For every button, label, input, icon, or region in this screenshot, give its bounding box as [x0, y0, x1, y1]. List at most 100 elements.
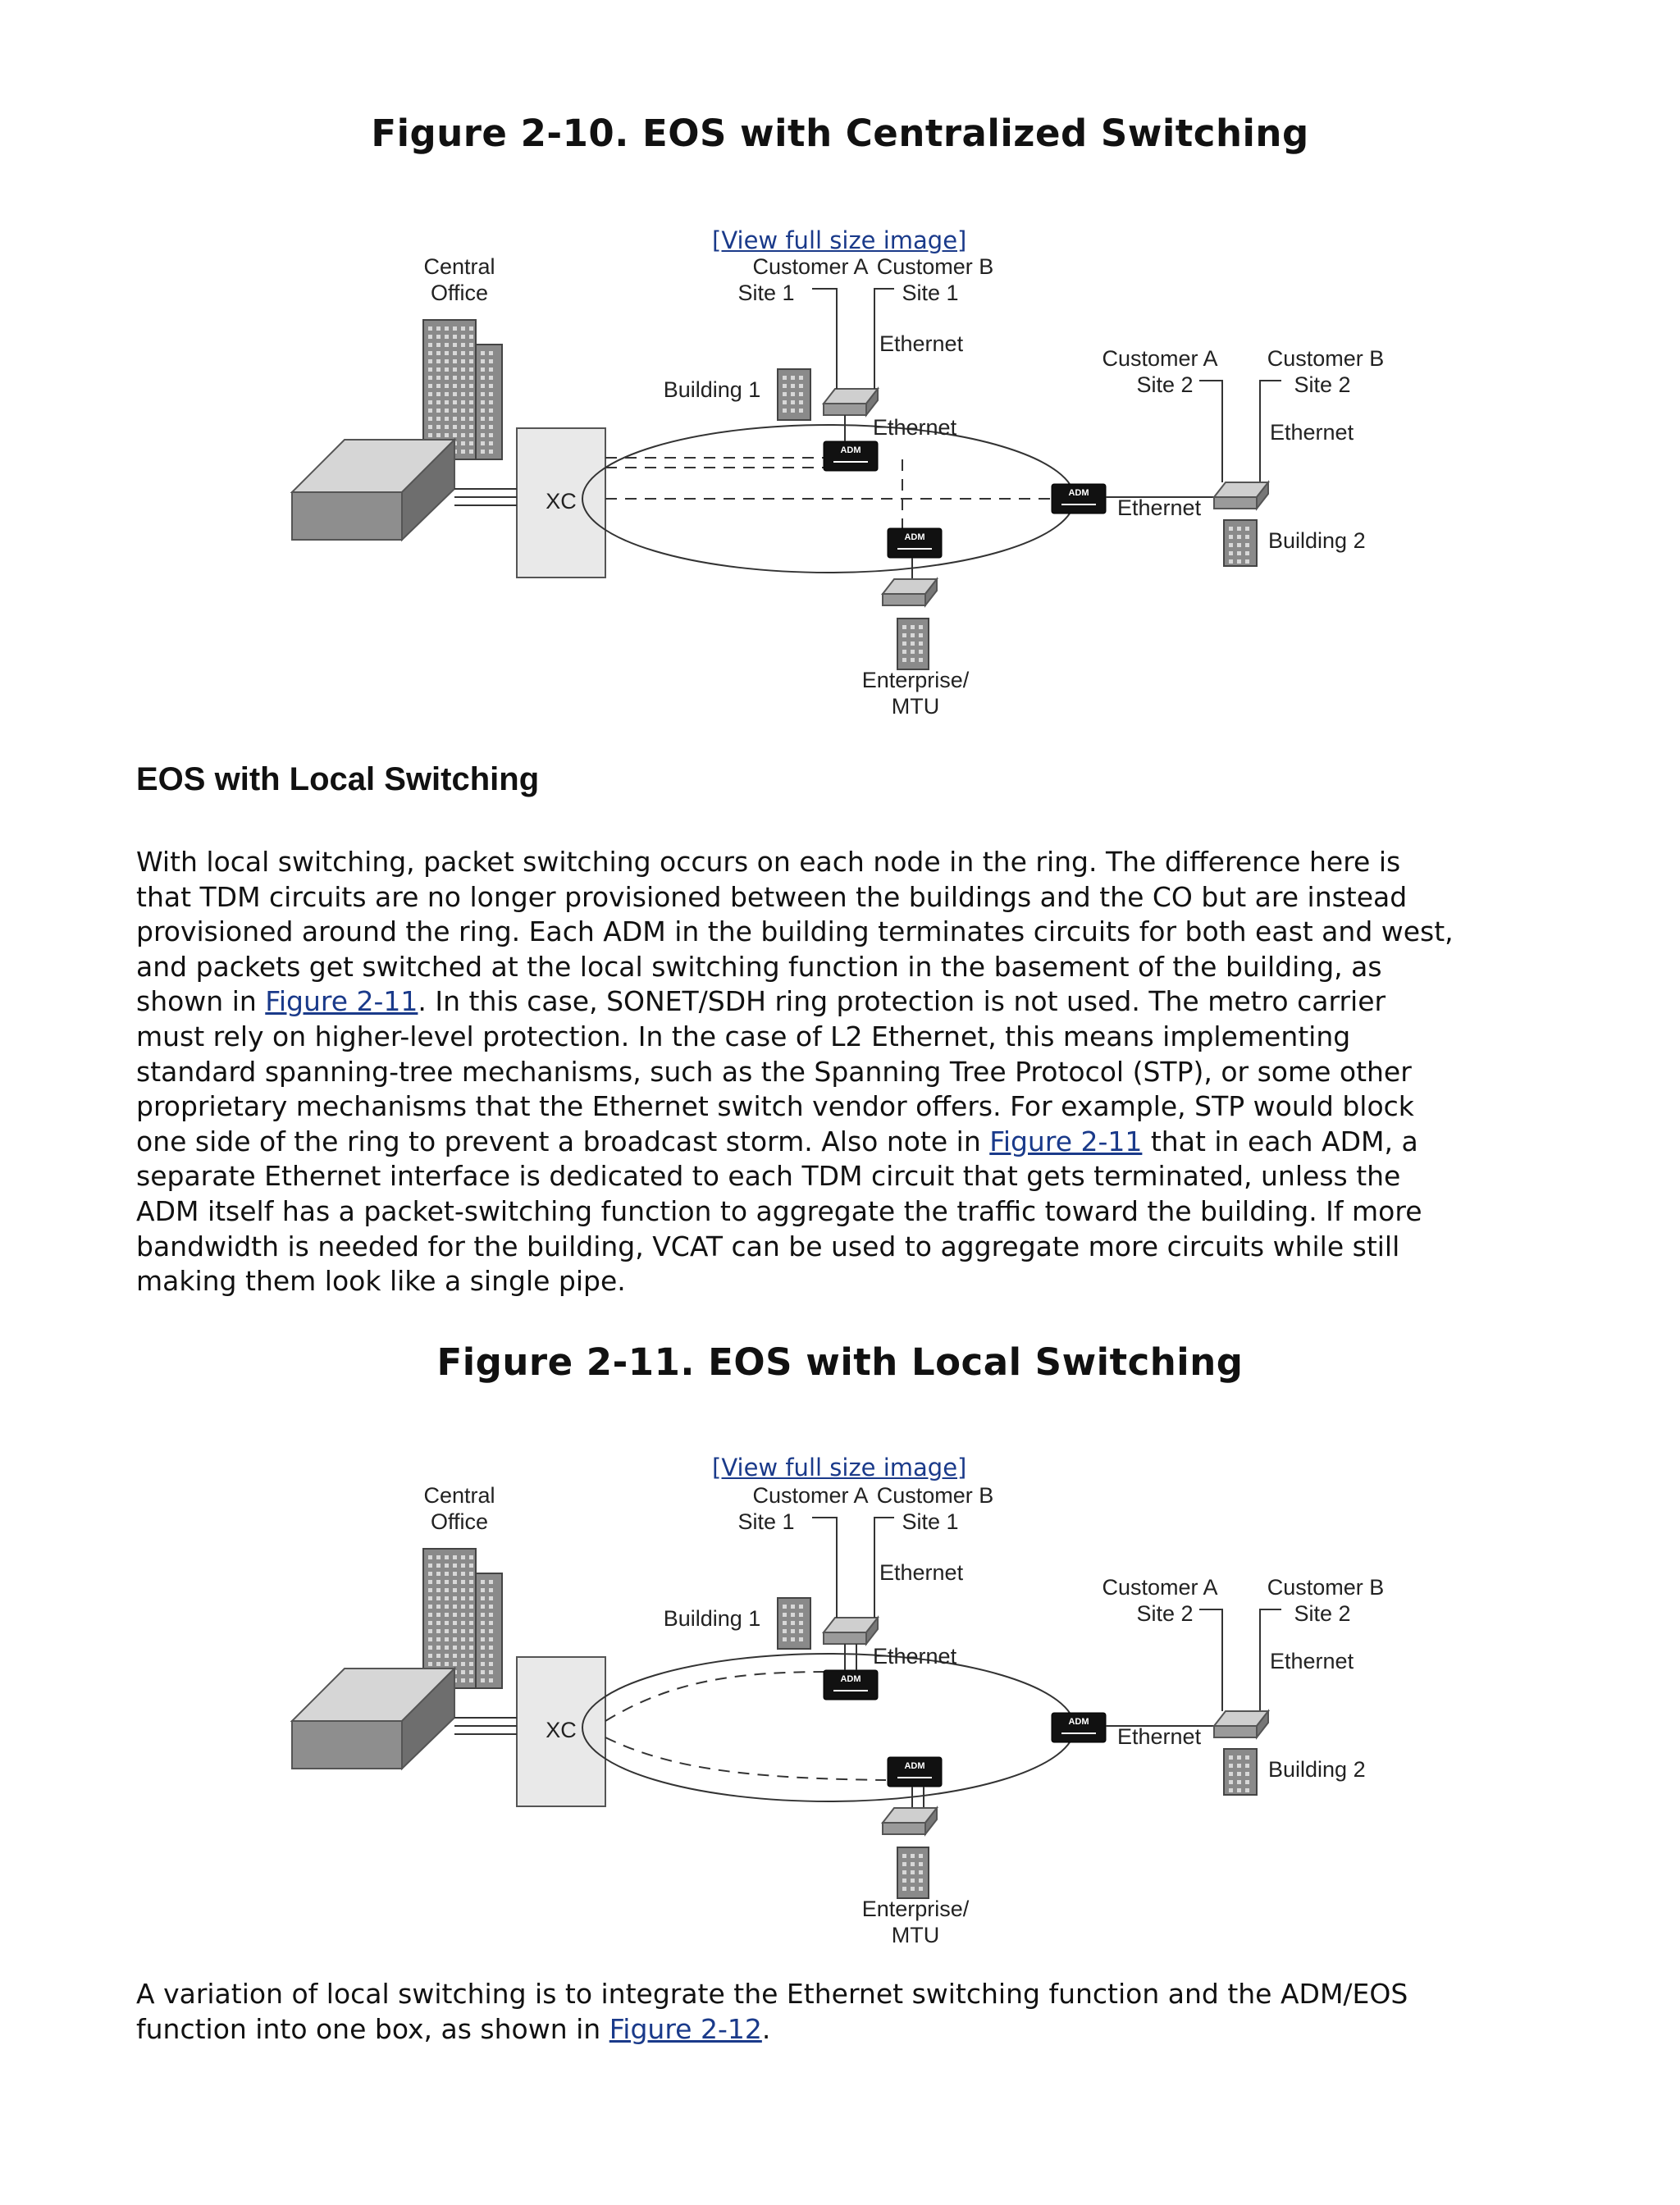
paragraph-text: that TDM circuits are no longer provisio… — [136, 880, 1408, 913]
central-office-building-annex-icon — [475, 1573, 503, 1689]
site2-switch-icon-side — [1256, 480, 1269, 511]
paragraph-line: and packets get switched at the local sw… — [136, 950, 1564, 985]
paragraph-line: provisioned around the ring. Each ADM in… — [136, 915, 1564, 950]
site-link — [812, 288, 838, 389]
paragraph-line: bandwidth is needed for the building, VC… — [136, 1230, 1564, 1265]
adm-label: ADM — [1068, 488, 1089, 498]
ethernet-label: Ethernet — [879, 331, 964, 356]
enterprise-label: MTU — [892, 1923, 939, 1947]
enterprise-building-icon — [897, 1847, 929, 1899]
paragraph-text: ADM itself has a packet-switching functi… — [136, 1194, 1422, 1227]
customer-a-site1-label: Site 1 — [737, 1509, 794, 1534]
site-link — [1199, 1609, 1223, 1711]
adm-box — [887, 1756, 943, 1787]
adm-box — [1051, 1712, 1107, 1743]
site2-switch-icon-front — [1213, 496, 1258, 509]
central-switch-front — [291, 491, 403, 541]
site1-switch-icon-front — [823, 1632, 867, 1645]
ethernet-label: Ethernet — [873, 415, 957, 440]
adm-label: ADM — [840, 445, 861, 455]
paragraph-line: separate Ethernet interface is dedicated… — [136, 1159, 1564, 1194]
central-office-building-icon — [422, 319, 477, 460]
ethernet-label: Ethernet — [1270, 1649, 1354, 1673]
customer-a-site1-label: Site 1 — [737, 281, 794, 305]
paragraph-text: function into one box, as shown in — [136, 2012, 609, 2045]
enterprise-switch-icon-front — [882, 1822, 926, 1835]
customer-b-site2-label: Customer B — [1267, 346, 1385, 371]
paragraph-line: shown in Figure 2-11. In this case, SONE… — [136, 984, 1564, 1020]
paragraph-text: one side of the ring to prevent a broadc… — [136, 1125, 990, 1157]
enterprise-switch-icon-front — [882, 593, 926, 606]
paragraph-text: proprietary mechanisms that the Ethernet… — [136, 1090, 1414, 1123]
central-office-building-icon — [422, 1548, 477, 1689]
site-link — [874, 288, 894, 389]
paragraph-line: With local switching, packet switching o… — [136, 845, 1564, 880]
customer-b-site2-label: Site 2 — [1294, 372, 1350, 397]
paragraph-text: and packets get switched at the local sw… — [136, 950, 1382, 983]
customer-a-site1-label: Customer A — [752, 254, 868, 279]
central-office-label: Office — [431, 281, 488, 305]
customer-a-site1-label: Customer A — [752, 1483, 868, 1508]
customer-a-site2-label: Site 2 — [1136, 1601, 1193, 1626]
adm-box — [887, 527, 943, 559]
figure-2-11-title: Figure 2-11. EOS with Local Switching — [436, 1340, 1244, 1384]
building-2-icon — [1223, 1748, 1258, 1796]
body-paragraph: With local switching, packet switching o… — [136, 845, 1564, 1299]
paragraph-text: provisioned around the ring. Each ADM in… — [136, 915, 1454, 948]
central-office-label: Central — [423, 254, 495, 279]
site-link — [1259, 1609, 1281, 1711]
adm-label: ADM — [904, 1761, 924, 1771]
site-link — [874, 1517, 894, 1618]
paragraph-text: making them look like a single pipe. — [136, 1265, 626, 1298]
site2-switch-icon-front — [1213, 1725, 1258, 1738]
building-2-icon — [1223, 519, 1258, 567]
customer-b-site2-label: Customer B — [1267, 1575, 1385, 1600]
paragraph-text: that in each ADM, a — [1142, 1125, 1418, 1157]
site2-switch-icon-side — [1256, 1709, 1269, 1740]
paragraph-text: . In this case, SONET/SDH ring protectio… — [418, 985, 1386, 1018]
paragraph-line: A variation of local switching is to int… — [136, 1977, 1564, 2012]
view-full-size-link[interactable]: [View full size image] — [712, 226, 967, 254]
paragraph-text: . — [761, 2012, 771, 2045]
figure-reference-link[interactable]: Figure 2-11 — [265, 985, 418, 1018]
enterprise-switch-icon-side — [924, 577, 938, 608]
central-office-label: Central — [423, 1483, 495, 1508]
xc-box — [516, 1656, 606, 1807]
enterprise-label: Enterprise/ — [862, 668, 970, 692]
ethernet-label: Ethernet — [1270, 420, 1354, 445]
building-2-label: Building 2 — [1268, 1757, 1366, 1782]
figure-reference-link[interactable]: Figure 2-12 — [609, 2012, 762, 2045]
ethernet-label: Ethernet — [1117, 495, 1202, 520]
paragraph-text: bandwidth is needed for the building, VC… — [136, 1230, 1400, 1262]
section-heading: EOS with Local Switching — [136, 761, 540, 797]
adm-label: ADM — [840, 1674, 861, 1684]
customer-a-site2-label: Site 2 — [1136, 372, 1193, 397]
figure-reference-link[interactable]: Figure 2-11 — [989, 1125, 1143, 1157]
xc-box — [516, 427, 606, 578]
building-1-label: Building 1 — [664, 377, 761, 402]
customer-b-site1-label: Customer B — [877, 254, 994, 279]
paragraph-text: separate Ethernet interface is dedicated… — [136, 1160, 1401, 1193]
view-full-size-link[interactable]: [View full size image] — [712, 1454, 967, 1481]
paragraph-text: must rely on higher-level protection. In… — [136, 1020, 1351, 1052]
ethernet-label: Ethernet — [873, 1644, 957, 1669]
customer-b-site1-label: Site 1 — [902, 1509, 958, 1534]
customer-a-site2-label: Customer A — [1102, 1575, 1217, 1600]
central-office-label: Office — [431, 1509, 488, 1534]
paragraph-text: A variation of local switching is to int… — [136, 1978, 1408, 2010]
paragraph-text: shown in — [136, 985, 266, 1018]
site1-switch-icon-side — [865, 386, 879, 418]
paragraph-line: making them look like a single pipe. — [136, 1264, 1564, 1299]
customer-b-site2-label: Site 2 — [1294, 1601, 1350, 1626]
enterprise-building-icon — [897, 618, 929, 670]
paragraph-line: one side of the ring to prevent a broadc… — [136, 1125, 1564, 1160]
customer-a-site2-label: Customer A — [1102, 346, 1217, 371]
building-1-icon — [777, 1597, 811, 1650]
enterprise-label: Enterprise/ — [862, 1897, 970, 1921]
tdm-circuit-dashed — [605, 1671, 829, 1722]
adm-box — [823, 441, 879, 472]
central-switch-front — [291, 1720, 403, 1769]
paragraph-line: function into one box, as shown in Figur… — [136, 2012, 1564, 2048]
figure-2-10-title: Figure 2-10. EOS with Centralized Switch… — [371, 112, 1309, 155]
